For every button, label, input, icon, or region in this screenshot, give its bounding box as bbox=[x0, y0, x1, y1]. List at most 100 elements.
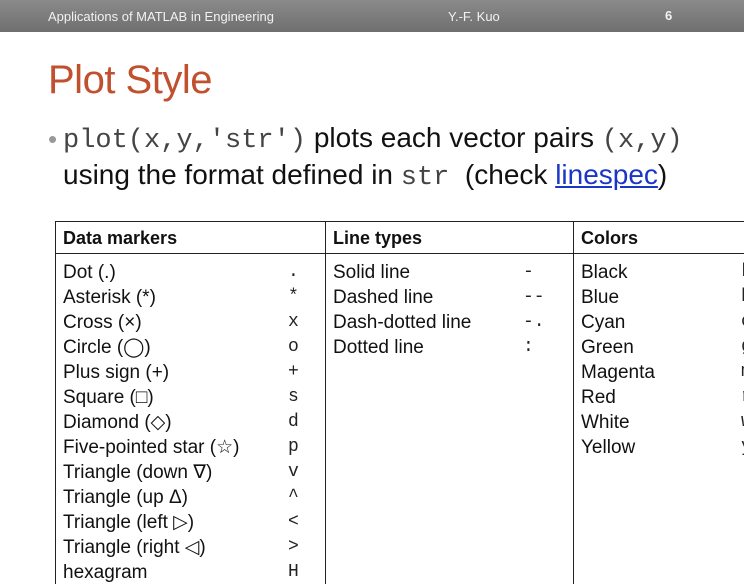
row-symbol: -- bbox=[523, 287, 545, 307]
column-header: Line types bbox=[326, 222, 573, 254]
slide-header-bar: Applications of MATLAB in Engineering Y.… bbox=[0, 0, 744, 32]
row-label: Dash-dotted line bbox=[333, 312, 472, 333]
course-title: Applications of MATLAB in Engineering bbox=[48, 9, 274, 24]
table-row: Dot (.). bbox=[56, 260, 325, 285]
row-symbol: - bbox=[523, 262, 534, 282]
row-symbol: k bbox=[741, 260, 744, 285]
row-symbol: p bbox=[288, 437, 299, 457]
row-label: Triangle (right ◁) bbox=[63, 537, 206, 558]
table-row: Plus sign (+) + bbox=[56, 360, 325, 385]
row-label: Black bbox=[581, 262, 628, 283]
bullet-line-1: plot(x,y,'str') plots each vector pairs … bbox=[63, 122, 683, 156]
markers-column: Data markers Dot (.).Asterisk (*)*Cross … bbox=[56, 222, 326, 584]
row-symbol: g bbox=[741, 335, 744, 360]
row-symbol: d bbox=[288, 412, 299, 432]
code-plot: plot(x,y,'str') bbox=[63, 126, 307, 156]
table-row: hexagram H bbox=[56, 560, 325, 584]
row-symbol: x bbox=[288, 312, 299, 332]
bullet-icon: • bbox=[48, 124, 58, 154]
table-row: Black k bbox=[574, 260, 744, 285]
table-row: Magenta m bbox=[574, 360, 744, 385]
row-label: Solid line bbox=[333, 262, 411, 283]
slide-title: Plot Style bbox=[48, 58, 212, 102]
table-row: Dotted line: bbox=[326, 335, 573, 360]
table-row: Green g bbox=[574, 335, 744, 360]
row-symbol: b bbox=[741, 285, 744, 310]
row-label: Yellow bbox=[581, 437, 636, 458]
table-row: Triangle (up Δ) ^ bbox=[56, 485, 325, 510]
line-types-rows: Solid line - Dashed line -- Dash-dotted line… bbox=[326, 254, 573, 360]
bullet-text-3: (check bbox=[449, 159, 556, 190]
author-name: Y.-F. Kuo bbox=[448, 9, 500, 24]
row-symbol: * bbox=[288, 287, 299, 307]
row-symbol: -. bbox=[523, 312, 545, 332]
table-row: White w bbox=[574, 410, 744, 435]
column-header: Data markers bbox=[56, 222, 325, 254]
row-symbol: c bbox=[741, 310, 744, 335]
bullet-text-2: using the format defined in bbox=[63, 159, 401, 190]
row-label: Five-pointed star (☆) bbox=[63, 437, 240, 458]
table-row: Five-pointed star (☆) p bbox=[56, 435, 325, 460]
row-label: Blue bbox=[581, 287, 620, 308]
table-row: Diamond (◇) d bbox=[56, 410, 325, 435]
table-row: Dashed line -- bbox=[326, 285, 573, 310]
row-symbol: m bbox=[741, 360, 744, 385]
table-row: Triangle (down ∇) v bbox=[56, 460, 325, 485]
row-label: Dotted line bbox=[333, 337, 424, 358]
row-label: Magenta bbox=[581, 362, 655, 383]
row-symbol: . bbox=[288, 262, 299, 282]
row-label: Cyan bbox=[581, 312, 626, 333]
page-number: 6 bbox=[665, 8, 673, 23]
row-symbol: ^ bbox=[288, 487, 299, 507]
row-label: hexagram bbox=[63, 562, 148, 583]
code-xy: (x,y) bbox=[601, 126, 683, 156]
row-label: Diamond (◇) bbox=[63, 412, 172, 433]
bullet-text-1: plots each vector pairs bbox=[306, 122, 602, 153]
table-row: Triangle (left ▷) < bbox=[56, 510, 325, 535]
table-row: Dash-dotted line -. bbox=[326, 310, 573, 335]
row-symbol: r bbox=[741, 385, 744, 410]
table-row: Blue b bbox=[574, 285, 744, 310]
row-symbol: H bbox=[288, 562, 299, 582]
row-symbol: < bbox=[288, 512, 299, 532]
row-label: Dot (.) bbox=[63, 262, 116, 283]
row-label: Triangle (down ∇) bbox=[63, 462, 213, 483]
linespec-table: Data markers Dot (.).Asterisk (*)*Cross … bbox=[55, 221, 744, 584]
table-row: Yellow y bbox=[574, 435, 744, 460]
bullet-text-4: ) bbox=[657, 159, 668, 190]
row-symbol: : bbox=[523, 337, 534, 357]
row-label: Square (□) bbox=[63, 387, 154, 408]
colors-column: Colors BlackkBluebCyancGreengMagentamRed… bbox=[574, 222, 744, 584]
row-symbol: v bbox=[288, 462, 299, 482]
row-label: Asterisk (*) bbox=[63, 287, 156, 308]
row-symbol: + bbox=[288, 362, 299, 382]
table-row: Asterisk (*) * bbox=[56, 285, 325, 310]
row-symbol: o bbox=[288, 337, 299, 357]
row-label: Cross (×) bbox=[63, 312, 142, 333]
line-types-column: Line types Solid line - Dashed line -- Dash-… bbox=[326, 222, 574, 584]
column-header: Colors bbox=[574, 222, 744, 254]
row-symbol: y bbox=[741, 435, 744, 460]
row-label: Red bbox=[581, 387, 616, 408]
table-row: Red r bbox=[574, 385, 744, 410]
row-label: Green bbox=[581, 337, 634, 358]
table-row: Cross (×) x bbox=[56, 310, 325, 335]
row-symbol: w bbox=[741, 410, 744, 435]
table-row: Cyan c bbox=[574, 310, 744, 335]
row-label: Plus sign (+) bbox=[63, 362, 170, 383]
table-row: Circle (◯) o bbox=[56, 335, 325, 360]
row-symbol: > bbox=[288, 537, 299, 557]
code-str: str bbox=[400, 163, 450, 193]
table-row: Triangle (right ◁) > bbox=[56, 535, 325, 560]
row-label: Circle (◯) bbox=[63, 337, 151, 358]
bullet-line-2: using the format defined in str (check l… bbox=[63, 159, 667, 193]
row-label: Dashed line bbox=[333, 287, 434, 308]
row-label: Triangle (up Δ) bbox=[63, 487, 188, 508]
row-label: Triangle (left ▷) bbox=[63, 512, 195, 533]
linespec-link[interactable]: linespec bbox=[555, 159, 658, 190]
table-row: Square (□)s bbox=[56, 385, 325, 410]
table-row: Solid line - bbox=[326, 260, 573, 285]
row-label: White bbox=[581, 412, 630, 433]
